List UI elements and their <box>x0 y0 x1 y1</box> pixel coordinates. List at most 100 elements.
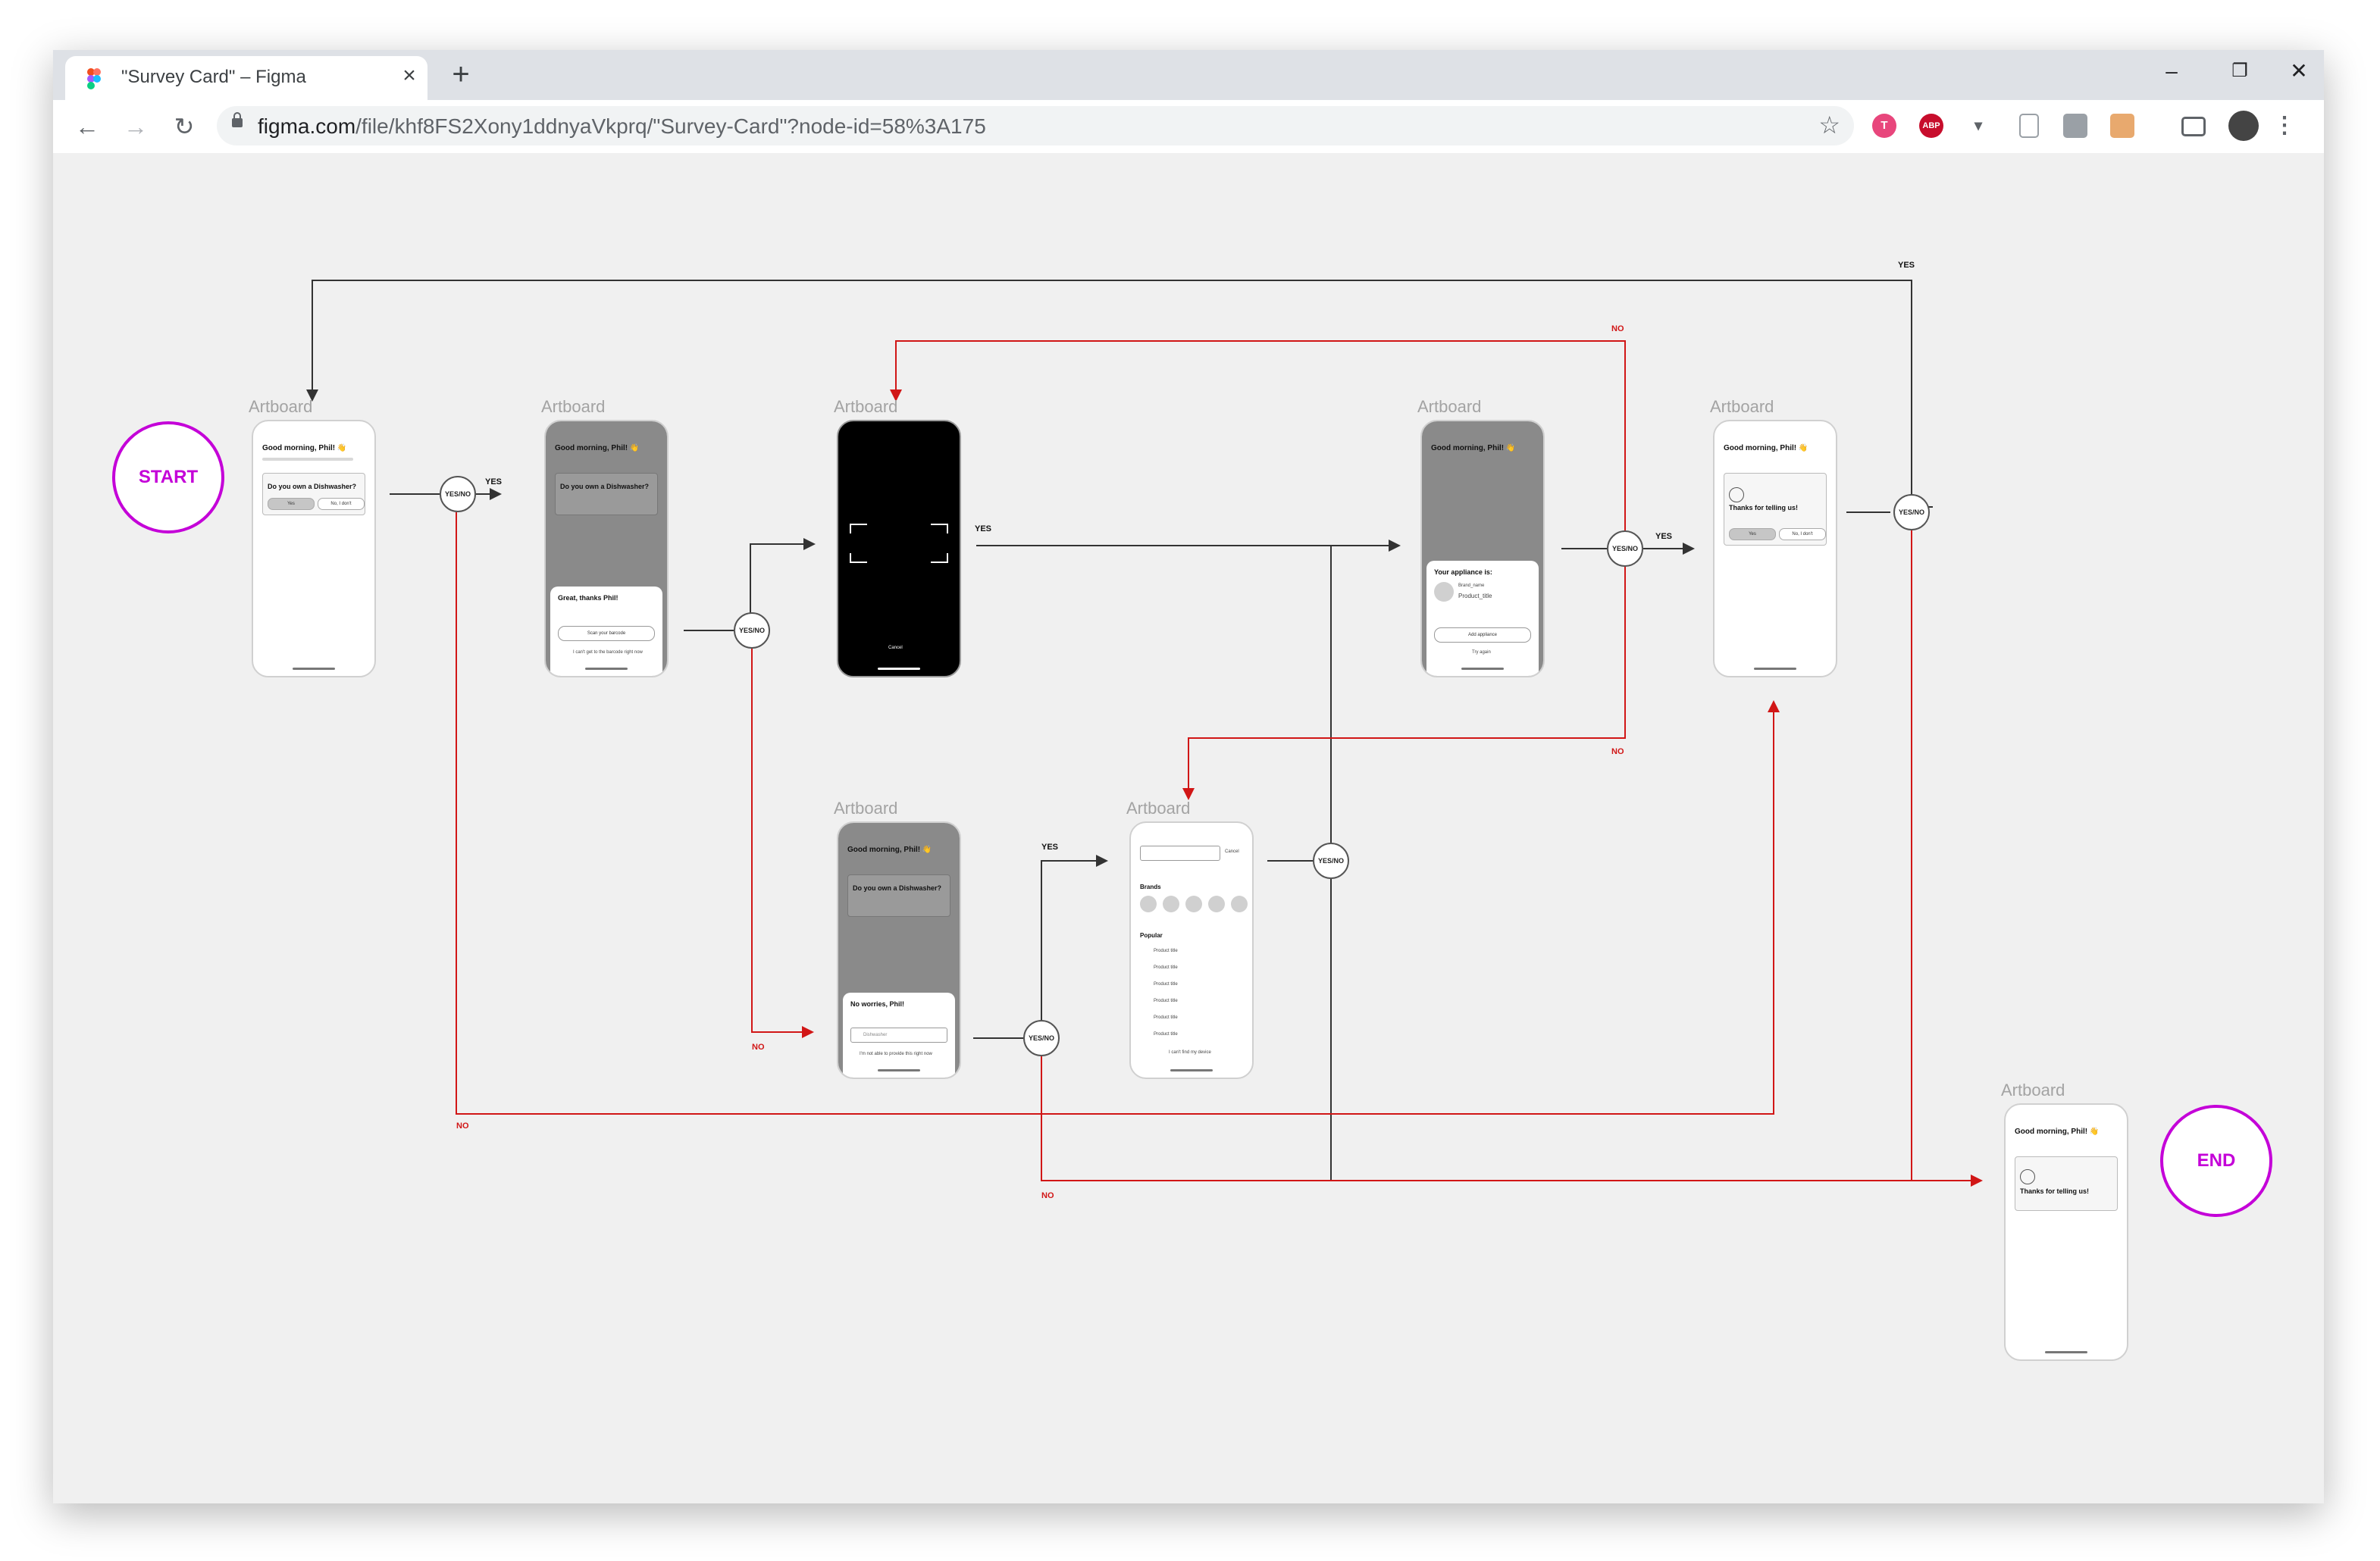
no-label: NO <box>1611 324 1624 333</box>
artboard-4-phone[interactable]: Good morning, Phil! 👋 Your appliance is:… <box>1420 420 1545 677</box>
minimize-button[interactable]: – <box>2165 59 2178 83</box>
decision-node[interactable]: YES/NO <box>1313 843 1349 879</box>
brand-logo[interactable] <box>1231 896 1248 912</box>
list-item[interactable]: Product title <box>1154 982 1178 987</box>
appliance-title: Your appliance is: <box>1434 568 1492 576</box>
artboard-label[interactable]: Artboard <box>541 397 606 416</box>
no-label: NO <box>752 1043 765 1052</box>
end-node[interactable]: END <box>2160 1105 2272 1217</box>
clipboard-extension-icon[interactable] <box>2110 114 2134 138</box>
sheet-title: Great, thanks Phil! <box>558 594 618 602</box>
not-able-link[interactable]: I'm not able to provide this right now <box>860 1052 932 1056</box>
artboard-label[interactable]: Artboard <box>2001 1081 2065 1100</box>
cast-icon[interactable] <box>2181 117 2206 136</box>
menu-kebab-icon[interactable]: ⋮ <box>2273 113 2296 138</box>
extension-dropdown-icon[interactable]: ▾ <box>1974 117 1983 134</box>
home-indicator <box>585 668 628 670</box>
appliance-sheet: Your appliance is: Brand_name Product_ti… <box>1426 561 1539 676</box>
no-button[interactable]: No, I don't <box>318 498 365 510</box>
start-node[interactable]: START <box>112 421 224 533</box>
reload-button[interactable]: ↻ <box>174 113 195 140</box>
adblock-plus-icon[interactable]: ABP <box>1919 114 1943 138</box>
home-indicator <box>878 1069 920 1071</box>
no-connectors <box>456 340 1983 1187</box>
brands-heading: Brands <box>1140 884 1161 890</box>
artboard-3-camera-phone[interactable]: Cancel <box>837 420 961 677</box>
no-button[interactable]: No, I don't <box>1779 528 1826 540</box>
decision-node[interactable]: YES/NO <box>1023 1020 1060 1056</box>
new-tab-button[interactable]: + <box>452 58 470 91</box>
search-field[interactable]: Dishwasher <box>850 1028 947 1043</box>
decision-node[interactable]: YES/NO <box>1607 530 1643 567</box>
address-bar[interactable]: figma.com/file/khf8FS2Xony1ddnyaVkprq/"S… <box>217 106 1854 145</box>
list-item[interactable]: Product title <box>1154 1032 1178 1037</box>
yes-button[interactable]: Yes <box>1729 528 1776 540</box>
cant-scan-link[interactable]: I can't get to the barcode right now <box>573 650 643 655</box>
url-host: figma.com <box>258 114 356 138</box>
tab-survey-card[interactable]: "Survey Card" – Figma × <box>65 56 427 100</box>
artboard-label[interactable]: Artboard <box>1710 397 1774 416</box>
brand-logo[interactable] <box>1163 896 1179 912</box>
url-text[interactable]: figma.com/file/khf8FS2Xony1ddnyaVkprq/"S… <box>258 114 986 139</box>
artboard-label[interactable]: Artboard <box>249 397 313 416</box>
thumbs-up-icon <box>2020 1169 2035 1184</box>
page-icon[interactable] <box>2019 114 2039 138</box>
question-text: Do you own a Dishwasher? <box>268 483 357 490</box>
yes-button[interactable]: Yes <box>268 498 315 510</box>
artboard-label[interactable]: Artboard <box>1126 799 1191 818</box>
no-label: NO <box>1611 747 1624 756</box>
decision-node[interactable]: YES/NO <box>734 612 770 649</box>
profile-avatar[interactable] <box>2228 111 2259 141</box>
artboard-1-phone[interactable]: Good morning, Phil! 👋 Do you own a Dishw… <box>252 420 376 677</box>
back-button[interactable]: ← <box>75 113 99 140</box>
forward-button[interactable]: → <box>124 113 148 140</box>
decision-node[interactable]: YES/NO <box>1893 494 1930 530</box>
artboard-5-phone[interactable]: Good morning, Phil! 👋 Thanks for telling… <box>1713 420 1837 677</box>
brand-logo[interactable] <box>1185 896 1202 912</box>
survey-card: Do you own a Dishwasher? <box>847 874 950 917</box>
figma-canvas[interactable]: START END Artboard Good morning, Phil! 👋… <box>53 153 2324 1503</box>
tab-close-icon[interactable]: × <box>402 63 416 88</box>
no-label: NO <box>1041 1191 1054 1200</box>
home-indicator <box>1170 1069 1213 1071</box>
close-window-button[interactable]: ✕ <box>2290 59 2308 83</box>
home-indicator <box>2045 1351 2087 1353</box>
browser-window: "Survey Card" – Figma × + – ❐ ✕ ← → ↻ fi… <box>53 50 2324 1503</box>
artboard-label[interactable]: Artboard <box>834 397 898 416</box>
list-item[interactable]: Product title <box>1154 1015 1178 1020</box>
appliance-product: Product_title <box>1458 593 1492 599</box>
add-appliance-button[interactable]: Add appliance <box>1434 627 1531 643</box>
gray-extension-icon[interactable] <box>2063 114 2087 138</box>
artboard-6-phone[interactable]: Good morning, Phil! 👋 Do you own a Dishw… <box>837 821 961 1079</box>
thanks-title: Thanks for telling us! <box>1729 504 1799 511</box>
tab-title: "Survey Card" – Figma <box>121 67 306 87</box>
restore-button[interactable]: ❐ <box>2231 61 2248 81</box>
list-item[interactable]: Product title <box>1154 949 1178 953</box>
greeting-text: Good morning, Phil! 👋 <box>2015 1128 2100 1136</box>
greeting-text: Good morning, Phil! 👋 <box>262 444 347 452</box>
list-item[interactable]: Product title <box>1154 999 1178 1003</box>
artboard-label[interactable]: Artboard <box>834 799 898 818</box>
survey-card: Do you own a Dishwasher? Yes No, I don't <box>262 473 365 515</box>
artboard-2-phone[interactable]: Good morning, Phil! 👋 Do you own a Dishw… <box>544 420 669 677</box>
search-input[interactable] <box>1140 846 1220 861</box>
camera-cancel-button[interactable]: Cancel <box>888 646 903 650</box>
brand-logo[interactable] <box>1208 896 1225 912</box>
try-again-link[interactable]: Try again <box>1472 650 1491 655</box>
decision-node[interactable]: YES/NO <box>440 476 476 512</box>
status-line <box>262 458 353 461</box>
home-indicator <box>1754 668 1796 670</box>
figma-icon <box>87 68 101 89</box>
brand-logo[interactable] <box>1140 896 1157 912</box>
search-cancel-button[interactable]: Cancel <box>1225 849 1239 854</box>
bookmark-star-icon[interactable]: ☆ <box>1818 111 1840 139</box>
artboard-7-search-phone[interactable]: Cancel Brands Popular Product title Prod… <box>1129 821 1254 1079</box>
cant-find-link[interactable]: I can't find my device <box>1169 1050 1211 1055</box>
scan-barcode-button[interactable]: Scan your barcode <box>558 626 655 641</box>
browser-toolbar: ← → ↻ figma.com/file/khf8FS2Xony1ddnyaVk… <box>53 100 2324 154</box>
t-extension-icon[interactable]: T <box>1872 114 1896 138</box>
list-item[interactable]: Product title <box>1154 965 1178 970</box>
appliance-brand: Brand_name <box>1458 583 1485 588</box>
artboard-8-end-phone[interactable]: Good morning, Phil! 👋 Thanks for telling… <box>2004 1103 2128 1361</box>
artboard-label[interactable]: Artboard <box>1417 397 1482 416</box>
